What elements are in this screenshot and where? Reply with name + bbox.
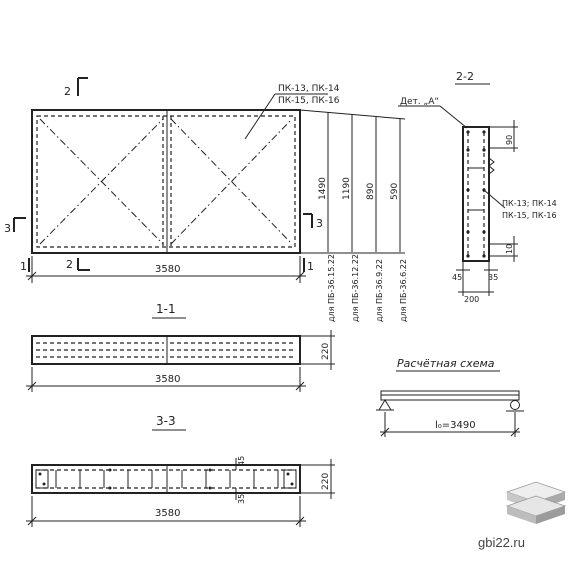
section-mark-3-right: 3 — [316, 217, 323, 230]
scheme-support-left — [378, 399, 392, 411]
section-2-2-title: 2-2 — [456, 70, 474, 83]
section-1-1-length-dim: 3580 — [155, 374, 180, 385]
rebar-label-plan-1: ПК-13, ПК-14 — [278, 84, 340, 94]
section-mark-2-bottom: 2 — [66, 258, 73, 271]
section-3-3-length-dim: 3580 — [155, 508, 180, 519]
scheme-title: Расчётная схема — [397, 357, 495, 370]
width-dim-590: 590 — [390, 183, 400, 200]
section-1-1: 1-1 220 3580 — [26, 302, 335, 392]
section-3-3: 3-3 45 35 220 — [26, 414, 335, 527]
rebar-leader — [244, 93, 276, 140]
section-3-3-title: 3-3 — [156, 414, 176, 428]
rebar-label-section-2: ПК-15, ПК-16 — [502, 211, 557, 220]
section-3-3-height-dim: 220 — [321, 473, 331, 490]
section-mark-1-right: 1 — [307, 260, 314, 273]
detail-a-leader — [439, 105, 468, 129]
watermark-text: gbi22.ru — [478, 535, 525, 550]
for-type-3: для ПБ-36.9.22 — [375, 259, 384, 322]
design-scheme: Расчётная схема l₀=3490 — [376, 357, 524, 437]
section-2-2: 2-2 Дет. „А“ ПК-13; ПК-14 ПК-15, ПК-16 9… — [398, 70, 557, 304]
section-3-3-outline — [31, 464, 301, 494]
width-dim-1490: 1490 — [318, 177, 328, 200]
rebar-section-leader — [483, 189, 506, 209]
dim-35-3-3: 35 — [237, 494, 246, 504]
site-logo-icon — [505, 481, 567, 524]
section-mark-1: 1 — [20, 260, 27, 273]
plan-outline — [31, 109, 301, 254]
dim-35: 35 — [488, 273, 498, 282]
for-type-2: для ПБ-36.12.22 — [351, 254, 360, 322]
section-2-2-outline — [462, 126, 490, 262]
rebar-label-plan-2: ПК-15, ПК-16 — [278, 96, 340, 106]
section-1-1-title: 1-1 — [156, 302, 176, 316]
for-type-1: для ПБ-36.15.22 — [327, 254, 336, 322]
width-dim-890: 890 — [366, 183, 376, 200]
plan-diagonal — [39, 118, 164, 245]
scheme-support-right — [510, 400, 520, 410]
section-3-3-stirrups — [55, 470, 279, 488]
dim-10: 10 — [505, 244, 514, 254]
section-mark-2: 2 — [64, 85, 71, 98]
section-1-1-height-dim: 220 — [321, 343, 331, 360]
section-1-1-outline — [31, 335, 301, 365]
detail-a-label: Дет. „А“ — [400, 97, 439, 107]
dim-45-3-3: 45 — [237, 456, 246, 466]
plan-inner-frame — [36, 115, 296, 248]
dim-45: 45 — [452, 273, 462, 282]
width-dim-1190: 1190 — [342, 177, 352, 200]
dim-90: 90 — [505, 135, 514, 145]
plan-length-dim: 3580 — [155, 264, 180, 275]
for-type-4: для ПБ-36.6.22 — [399, 259, 408, 322]
plan-view: ПК-13, ПК-14 ПК-15, ПК-16 2 2 3 3 1 1 35… — [4, 77, 408, 322]
rebar-label-section-1: ПК-13; ПК-14 — [502, 199, 557, 208]
section-mark-3: 3 — [4, 222, 11, 235]
dim-200: 200 — [464, 295, 479, 304]
scheme-span-dim: l₀=3490 — [435, 420, 476, 431]
